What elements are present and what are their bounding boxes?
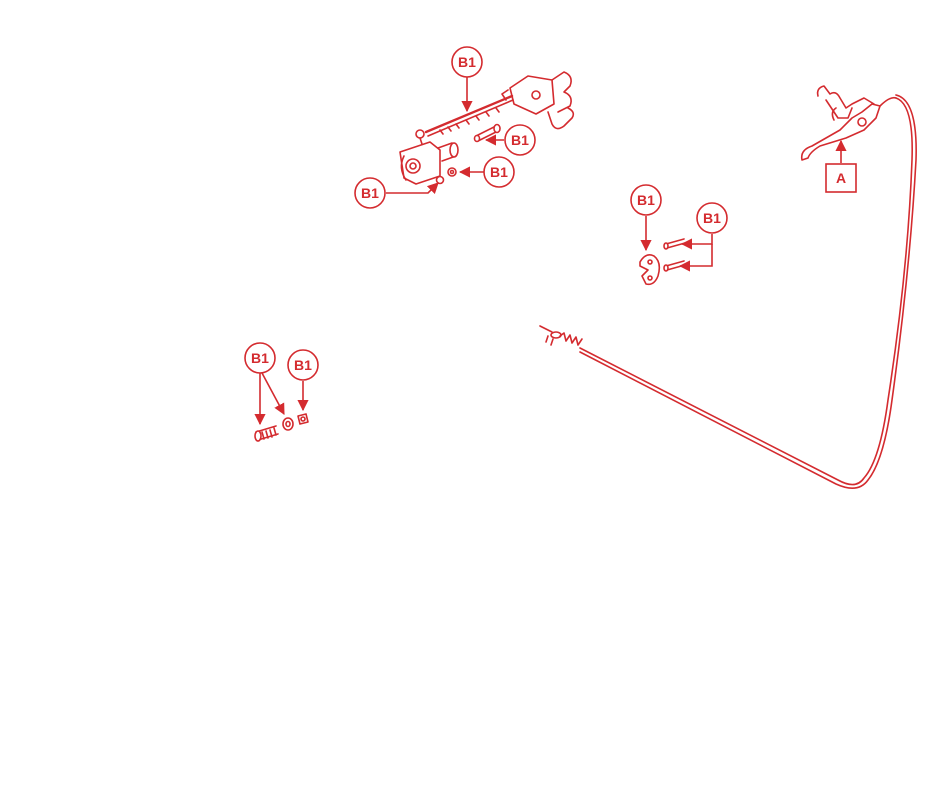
callout-b1-clamp: B1 bbox=[630, 184, 662, 216]
svg-text:B1: B1 bbox=[294, 357, 312, 373]
callout-b1-pin: B1 bbox=[504, 124, 536, 156]
svg-text:B1: B1 bbox=[490, 164, 508, 180]
brake-cable bbox=[539, 94, 917, 489]
svg-text:B1: B1 bbox=[458, 54, 476, 70]
svg-text:B1: B1 bbox=[637, 192, 655, 208]
svg-text:B1: B1 bbox=[703, 210, 721, 226]
svg-text:A: A bbox=[836, 170, 846, 186]
callout-b1-bolt: B1 bbox=[244, 342, 276, 374]
svg-text:B1: B1 bbox=[361, 185, 379, 201]
leader-lines bbox=[254, 77, 847, 426]
svg-text:B1: B1 bbox=[511, 132, 529, 148]
svg-text:B1: B1 bbox=[251, 350, 269, 366]
callout-b1-screws: B1 bbox=[696, 202, 728, 234]
callout-b1-bolt-nut: B1 bbox=[287, 349, 319, 381]
bolt-set bbox=[254, 413, 309, 442]
brake-lever bbox=[800, 85, 897, 161]
callout-b1-top: B1 bbox=[451, 46, 483, 78]
callout-b1-nut: B1 bbox=[483, 156, 515, 188]
label-box-a: A bbox=[825, 163, 857, 193]
callout-b1-left: B1 bbox=[354, 177, 386, 209]
